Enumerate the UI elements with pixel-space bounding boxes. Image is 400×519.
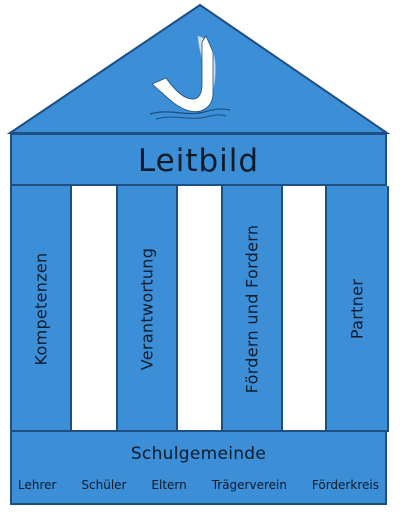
member-lehrer: Lehrer	[18, 478, 57, 492]
pillar-verantwortung: Verantwortung	[116, 186, 178, 432]
pillar-label: Verantwortung	[137, 247, 157, 371]
leitbild-beam: Leitbild	[10, 133, 387, 186]
member-traegerverein: Trägerverein	[211, 478, 287, 492]
pillar-partner: Partner	[325, 186, 389, 432]
roof-triangle	[6, 3, 391, 134]
foundation: Schulgemeinde Lehrer Schüler Eltern Träg…	[10, 430, 387, 505]
leitbild-title: Leitbild	[137, 142, 260, 179]
pillars-section: Kompetenzen Verantwortung Fördern und Fo…	[10, 186, 389, 432]
member-foerderkreis: Förderkreis	[311, 478, 379, 492]
pillar-foerdern-und-fordern: Fördern und Fordern	[221, 186, 283, 432]
pillar-kompetenzen: Kompetenzen	[10, 186, 72, 432]
foundation-members: Lehrer Schüler Eltern Trägerverein Förde…	[18, 478, 379, 492]
member-eltern: Eltern	[151, 478, 187, 492]
member-schueler: Schüler	[81, 478, 127, 492]
pillar-label: Kompetenzen	[31, 252, 51, 366]
school-logo-icon	[149, 35, 231, 120]
pillar-label: Fördern und Fordern	[242, 224, 262, 394]
foundation-title: Schulgemeinde	[130, 444, 267, 464]
pillar-label: Partner	[347, 278, 367, 340]
